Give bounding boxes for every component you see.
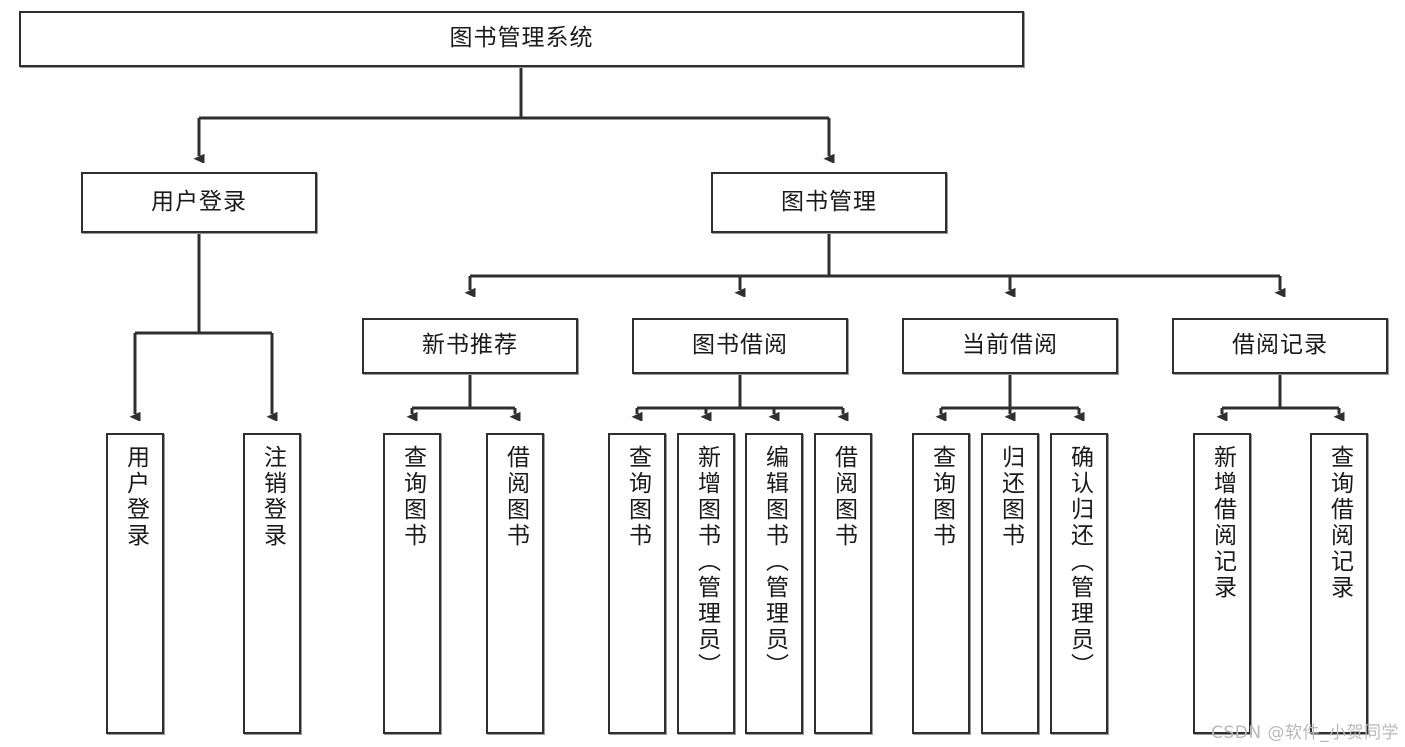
- leaf-user-login-login[interactable]: 用户登录: [106, 433, 164, 734]
- node-new-book-recommend[interactable]: 新书推荐: [362, 318, 578, 374]
- node-current-borrow[interactable]: 当前借阅: [902, 318, 1118, 374]
- leaf-current-borrow-query-book[interactable]: 查询图书: [912, 433, 970, 734]
- leaf-borrow-record-query-record[interactable]: 查询借阅记录: [1310, 433, 1368, 734]
- node-label: 查询图书: [928, 445, 955, 549]
- node-label: 借阅记录: [1232, 332, 1328, 359]
- leaf-book-borrow-add-book-admin[interactable]: 新增图书（管理员）: [677, 433, 735, 734]
- node-label: 图书借阅: [692, 332, 788, 359]
- node-label: 编辑图书（管理员）: [761, 445, 788, 679]
- node-label: 确认归还（管理员）: [1066, 445, 1093, 679]
- node-label: 查询图书: [399, 445, 426, 549]
- leaf-new-book-borrow-book[interactable]: 借阅图书: [486, 433, 544, 734]
- node-label: 注销登录: [259, 445, 286, 549]
- node-label: 用户登录: [151, 188, 247, 215]
- node-label: 归还图书: [997, 445, 1024, 549]
- node-label: 借阅图书: [830, 445, 857, 549]
- node-label: 查询图书: [624, 445, 651, 549]
- node-book-management[interactable]: 图书管理: [711, 172, 947, 233]
- node-label: 当前借阅: [962, 332, 1058, 359]
- node-label: 借阅图书: [502, 445, 529, 549]
- node-label: 图书管理系统: [449, 25, 594, 52]
- node-label: 新增图书（管理员）: [693, 445, 720, 679]
- leaf-user-login-logout[interactable]: 注销登录: [243, 433, 301, 734]
- node-user-login[interactable]: 用户登录: [81, 172, 317, 233]
- csdn-watermark: CSDN @软件_小贺同学: [1211, 723, 1399, 743]
- node-label: 新增借阅记录: [1209, 445, 1236, 601]
- node-label: 新书推荐: [422, 332, 518, 359]
- node-label: 用户登录: [122, 445, 149, 549]
- node-borrow-record[interactable]: 借阅记录: [1172, 318, 1388, 374]
- node-book-borrow[interactable]: 图书借阅: [632, 318, 848, 374]
- node-root-book-management-system[interactable]: 图书管理系统: [19, 11, 1024, 67]
- leaf-book-borrow-query-book[interactable]: 查询图书: [608, 433, 666, 734]
- leaf-book-borrow-borrow-book[interactable]: 借阅图书: [814, 433, 872, 734]
- leaf-current-borrow-confirm-return-admin[interactable]: 确认归还（管理员）: [1050, 433, 1108, 734]
- node-label: 查询借阅记录: [1326, 445, 1353, 601]
- leaf-new-book-query-book[interactable]: 查询图书: [383, 433, 441, 734]
- node-label: 图书管理: [781, 188, 877, 215]
- leaf-book-borrow-edit-book-admin[interactable]: 编辑图书（管理员）: [745, 433, 803, 734]
- leaf-borrow-record-add-record[interactable]: 新增借阅记录: [1193, 433, 1251, 734]
- leaf-current-borrow-return-book[interactable]: 归还图书: [981, 433, 1039, 734]
